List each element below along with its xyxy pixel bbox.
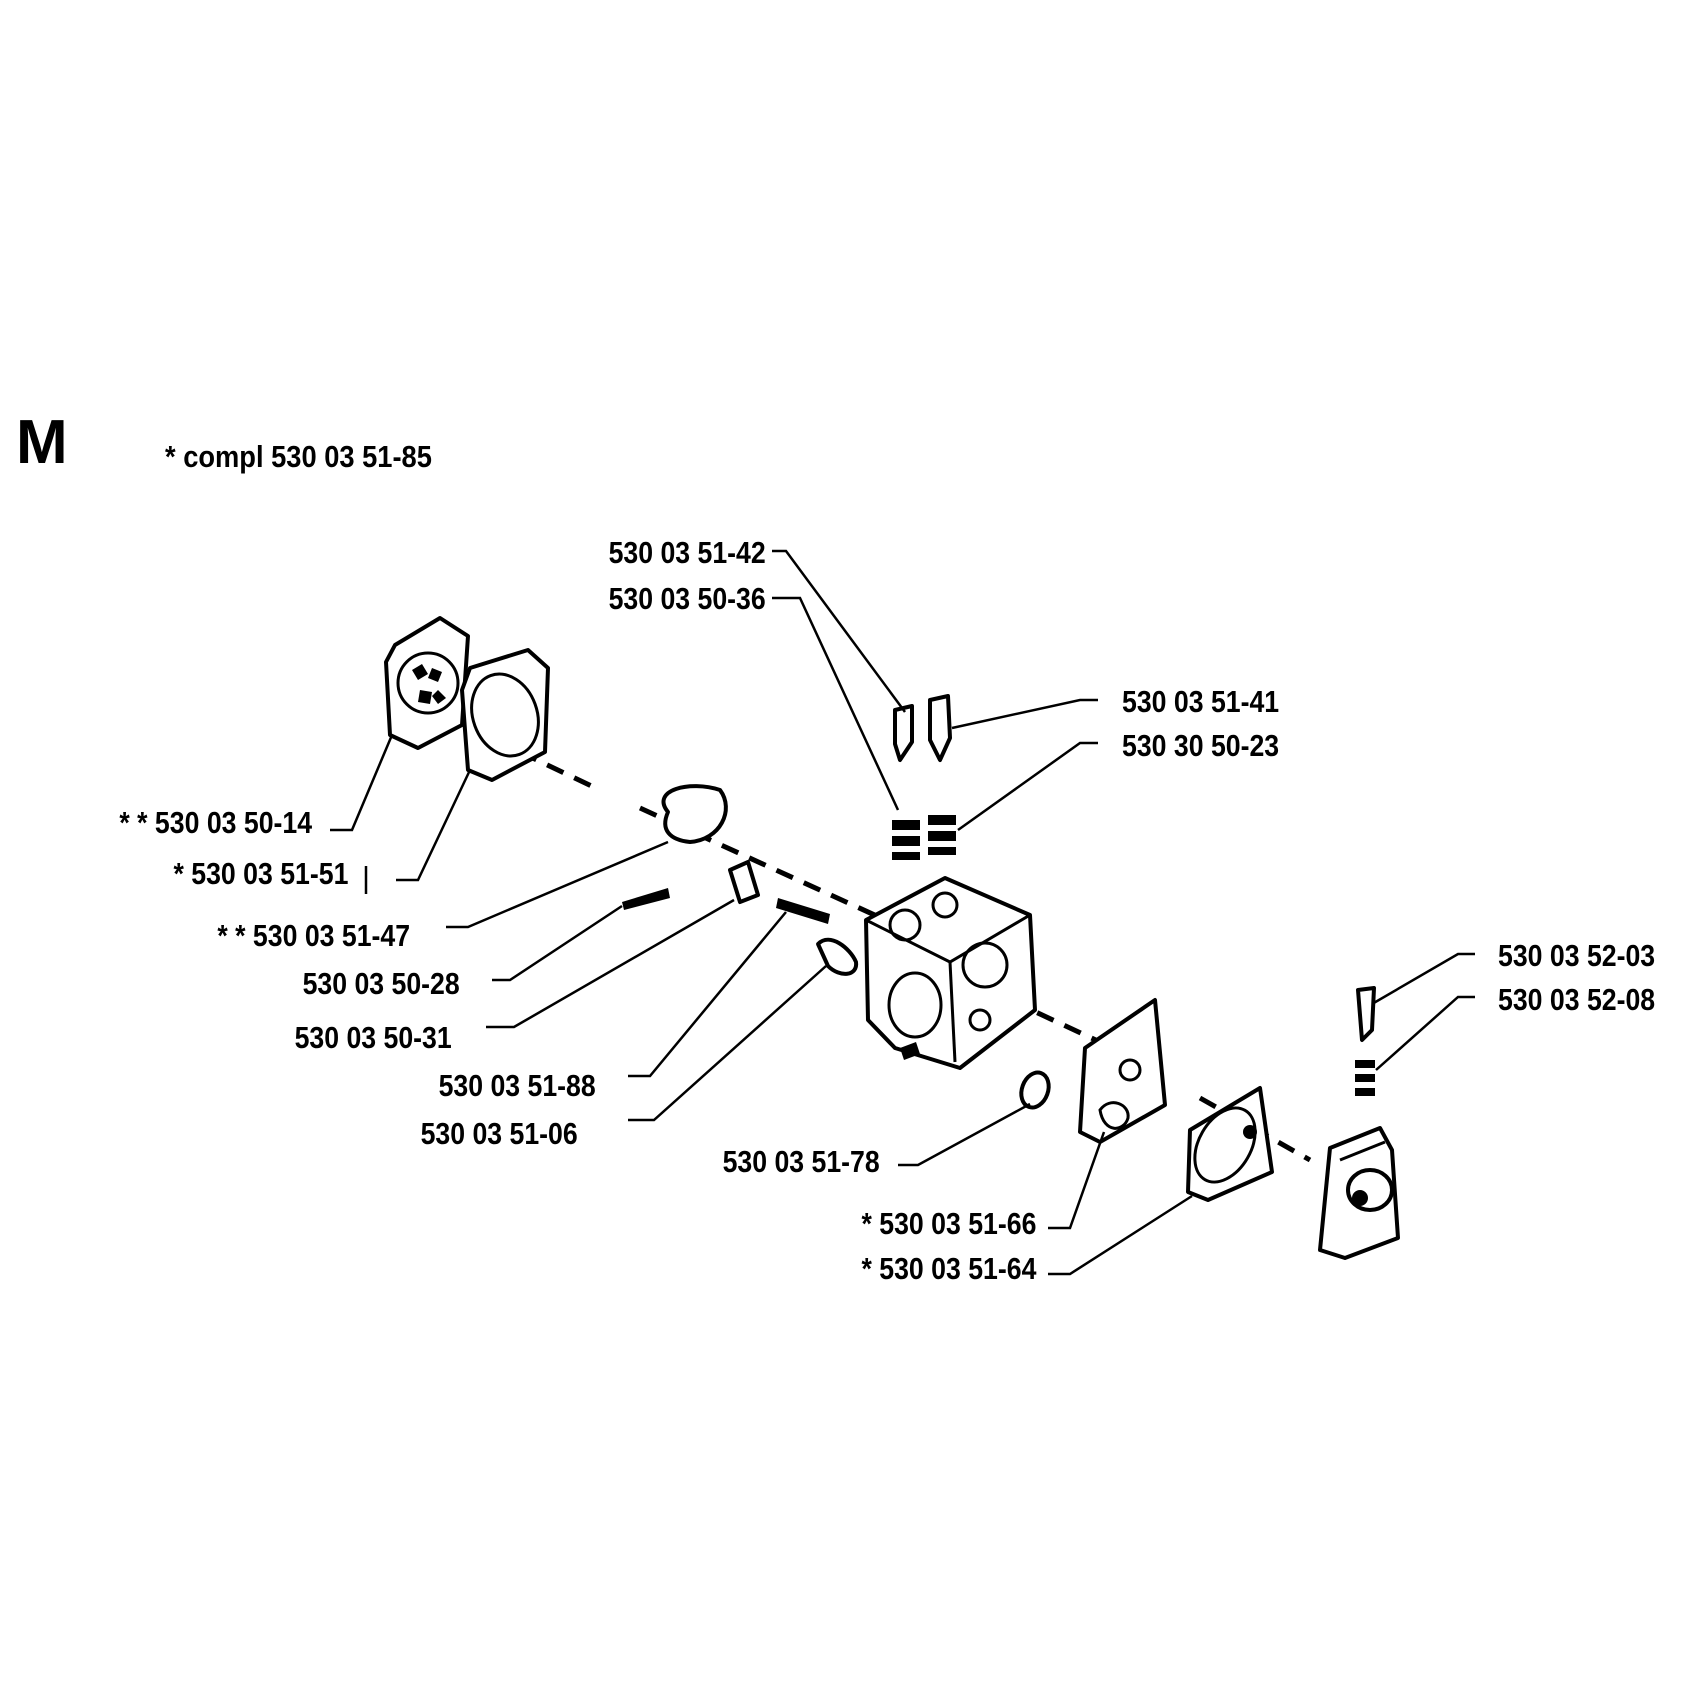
leader-p515147	[446, 840, 669, 929]
part-label-530-03-51-47: * * 530 03 51-47	[217, 918, 410, 953]
part-label-530-03-51-88: 530 03 51-88	[438, 1068, 596, 1103]
leader-p525203	[1371, 952, 1475, 1006]
cover-spring-part	[1355, 1060, 1375, 1096]
metering-gasket-part	[1078, 998, 1167, 1144]
part-label-530-30-50-23: 530 30 50-23	[1122, 728, 1280, 763]
part-label-530-03-50-28: 530 03 50-28	[302, 966, 460, 1001]
filter-screen-part	[661, 784, 728, 844]
leader-p515106	[628, 965, 827, 1122]
leader-p514142	[772, 549, 907, 713]
part-label-530-03-52-08: 530 03 52-08	[1498, 982, 1656, 1017]
metering-diaphragm-part	[1186, 1086, 1274, 1202]
metering-cover-part	[1318, 1126, 1400, 1260]
adjust-screw-2	[928, 694, 956, 855]
leader-p515164	[1048, 1194, 1193, 1276]
part-label-530-03-50-31: 530 03 50-31	[294, 1020, 452, 1055]
part-label-530-03-51-51: * 530 03 51-51	[173, 856, 348, 891]
lever-part	[816, 937, 859, 976]
pump-cover-part	[384, 616, 470, 750]
leader-p515166	[1048, 1131, 1106, 1230]
part-label-530-03-50-36: 530 03 50-36	[608, 581, 766, 616]
part-label-530-03-52-03: 530 03 52-03	[1498, 938, 1656, 973]
adjust-screw-1	[892, 704, 920, 860]
part-label-530-03-51-06: 530 03 51-06	[420, 1116, 578, 1151]
spring-part	[776, 898, 830, 924]
leader-p525208	[1375, 995, 1475, 1071]
plug-part	[1019, 1070, 1051, 1110]
part-label-530-03-51-64: * 530 03 51-64	[861, 1251, 1036, 1286]
part-label-530-03-51-78: 530 03 51-78	[722, 1144, 880, 1179]
pump-gasket-part	[460, 648, 550, 782]
leader-p505036	[772, 596, 900, 811]
leader-p515188	[628, 911, 787, 1078]
part-label-530-03-51-41: 530 03 51-41	[1122, 684, 1280, 719]
cover-screw-part	[1356, 986, 1376, 1042]
leader-p505014	[330, 734, 394, 832]
part-label-530-03-51-42: 530 03 51-42	[608, 535, 766, 570]
section-letter: M	[16, 408, 68, 477]
leader-p505028	[492, 904, 623, 982]
valve-part	[728, 860, 760, 904]
part-label-530-03-50-14: * * 530 03 50-14	[119, 805, 312, 840]
leader-p515178	[898, 1102, 1031, 1167]
part-label-530-03-51-66: * 530 03 51-66	[861, 1206, 1036, 1241]
leader-p505031	[486, 898, 735, 1029]
leader-p515151	[396, 769, 472, 882]
leader-p515141	[951, 698, 1098, 730]
carburetor-body	[864, 876, 1037, 1070]
leader-p305023	[957, 741, 1098, 832]
needle-part	[622, 888, 670, 910]
complete-kit-note: * compl 530 03 51-85	[165, 439, 432, 474]
